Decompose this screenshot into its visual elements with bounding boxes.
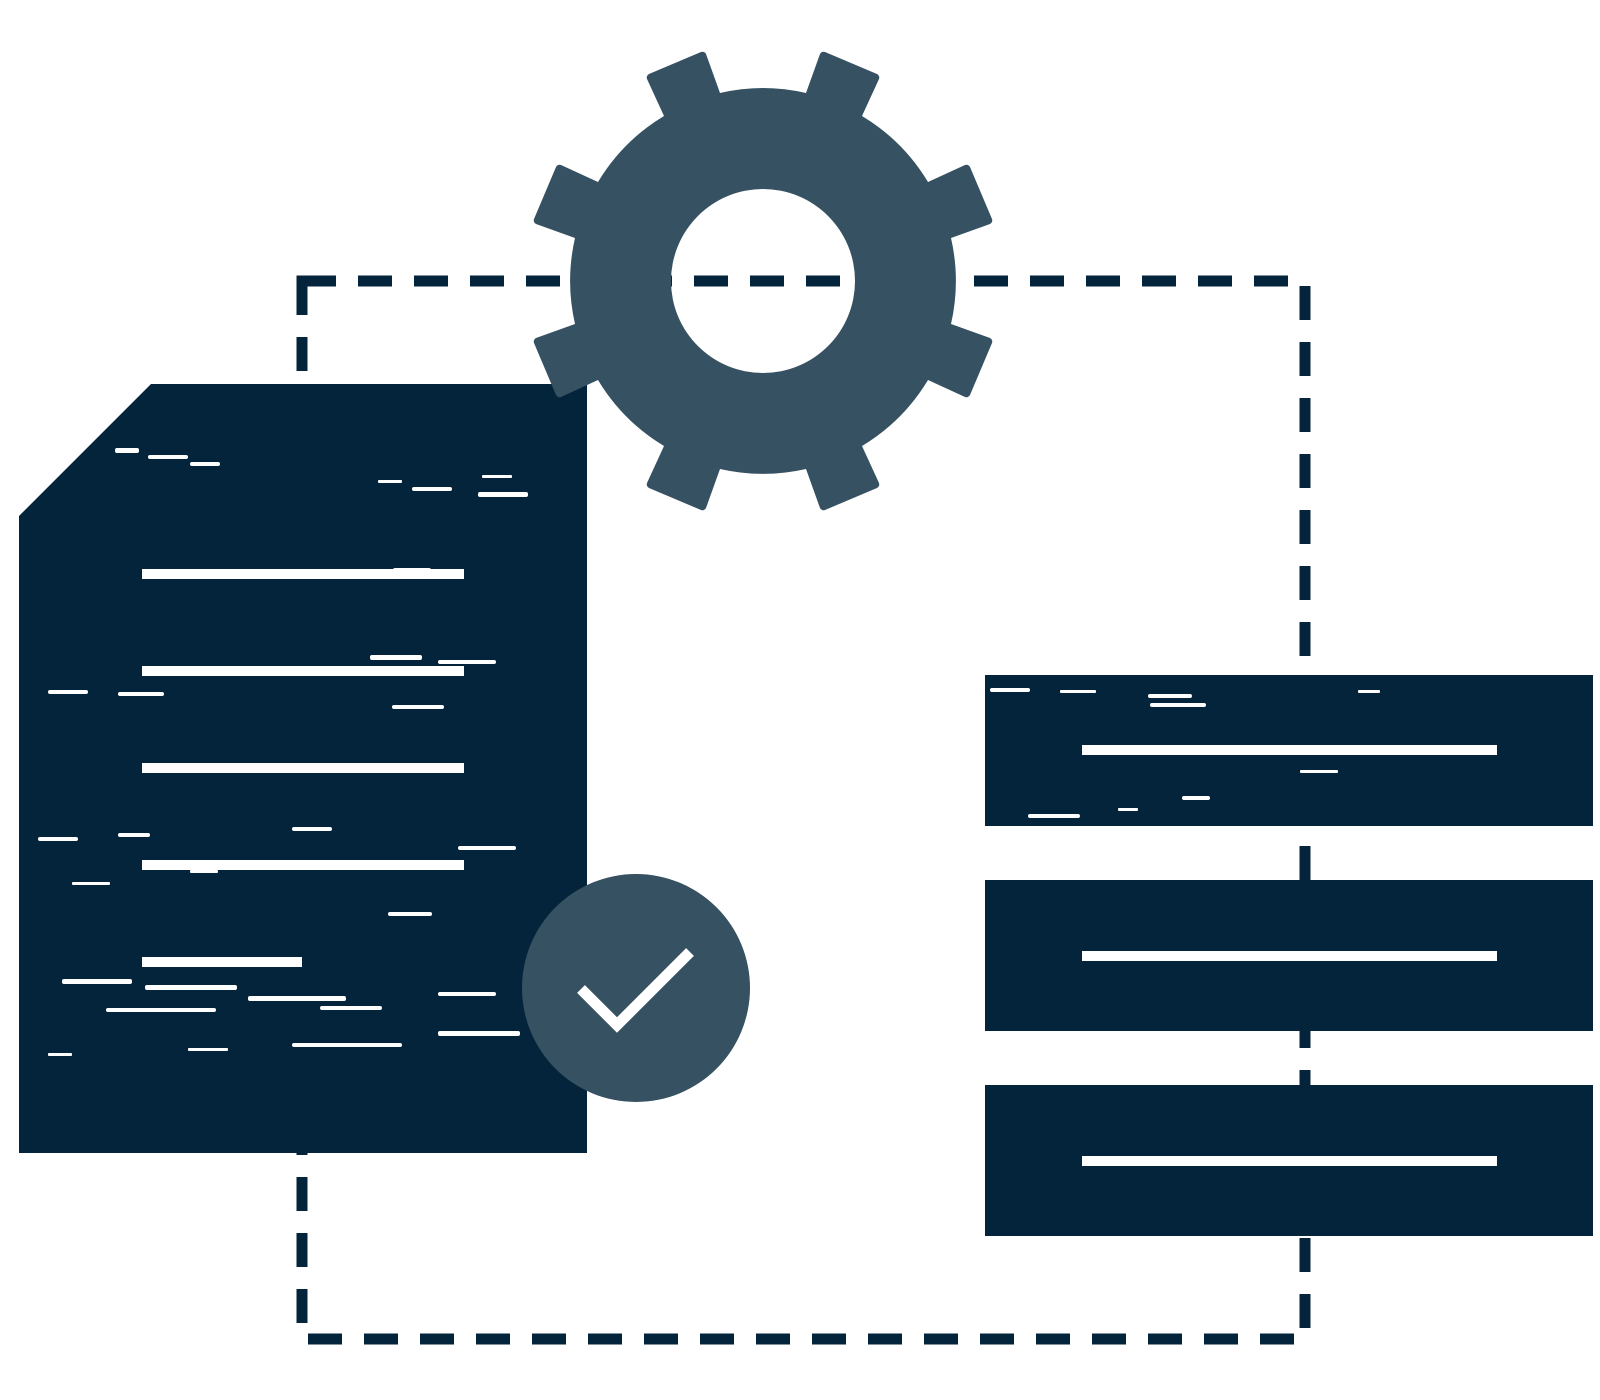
gear-shape bbox=[533, 51, 993, 511]
gear-icon bbox=[533, 51, 993, 511]
document-texture bbox=[38, 448, 528, 1056]
stack-icon bbox=[985, 675, 1593, 1236]
document-icon bbox=[19, 384, 587, 1153]
check-icon bbox=[522, 874, 750, 1102]
stack-texture bbox=[990, 688, 1380, 818]
check-badge bbox=[522, 874, 750, 1102]
check-mark bbox=[577, 948, 694, 1033]
